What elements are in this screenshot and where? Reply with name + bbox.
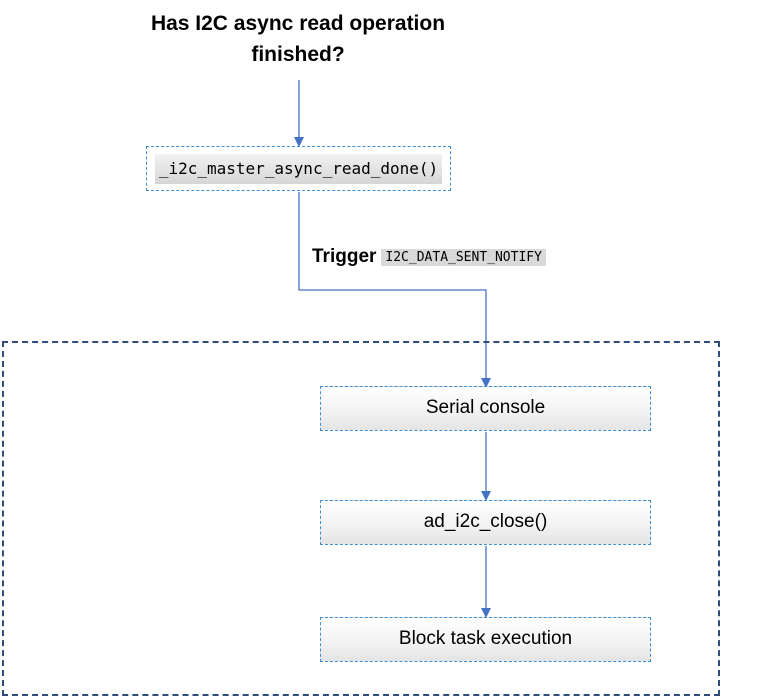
trigger-code: I2C_DATA_SENT_NOTIFY [381, 248, 546, 266]
diagram-title: Has I2C async read operation finished? [150, 12, 446, 66]
function-label: _i2c_master_async_read_done() [155, 153, 442, 184]
step-block-task-execution: Block task execution [320, 617, 651, 662]
step-ad-i2c-close: ad_i2c_close() [320, 500, 651, 545]
trigger-label: Trigger I2C_DATA_SENT_NOTIFY [312, 246, 546, 268]
step-serial-console: Serial console [320, 386, 651, 431]
function-box: _i2c_master_async_read_done() [146, 146, 451, 191]
arrow-function-to-serial-console [298, 192, 491, 388]
trigger-word: Trigger [312, 246, 377, 267]
task-group-container [2, 341, 720, 696]
